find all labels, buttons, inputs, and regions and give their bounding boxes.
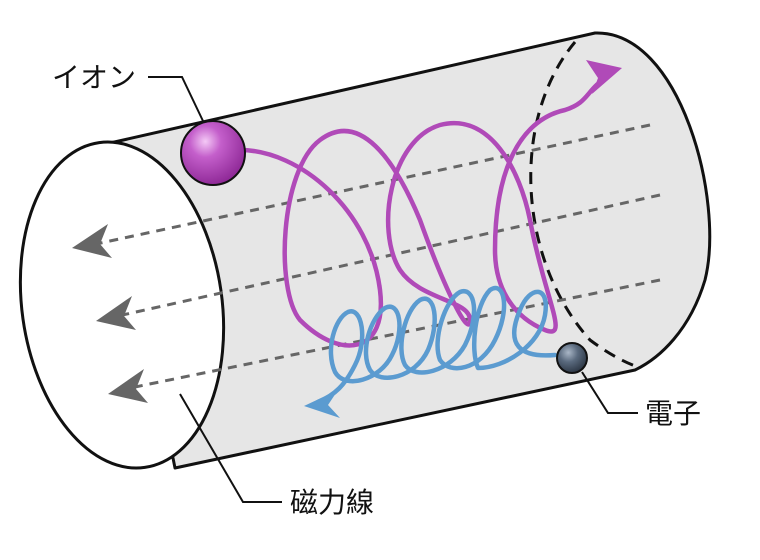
field-line-2	[117, 193, 661, 318]
field-line-3	[129, 278, 661, 390]
ion-helix-path	[237, 72, 613, 348]
field-line-1	[95, 123, 651, 246]
field-lines	[95, 123, 661, 390]
electron-particle	[556, 342, 588, 374]
arrow-left-icon	[96, 296, 136, 330]
electron-direction-arrow-icon	[304, 390, 340, 418]
electron-helix-path	[315, 285, 558, 405]
ion-label: イオン	[52, 61, 136, 94]
field-lines-label: 磁力線	[290, 486, 374, 519]
electron-leader-line	[581, 371, 638, 414]
arrow-left-icon	[108, 369, 148, 403]
ion-leader-line	[148, 76, 204, 122]
electron-label: 電子	[645, 397, 701, 430]
arrow-left-icon	[72, 224, 112, 258]
ion-direction-arrow-icon	[586, 60, 622, 94]
field-line-arrowheads	[72, 224, 148, 403]
field-lines-leader-line	[179, 393, 282, 503]
ion-particle	[180, 120, 246, 186]
cylinder-rear-section	[529, 41, 636, 368]
